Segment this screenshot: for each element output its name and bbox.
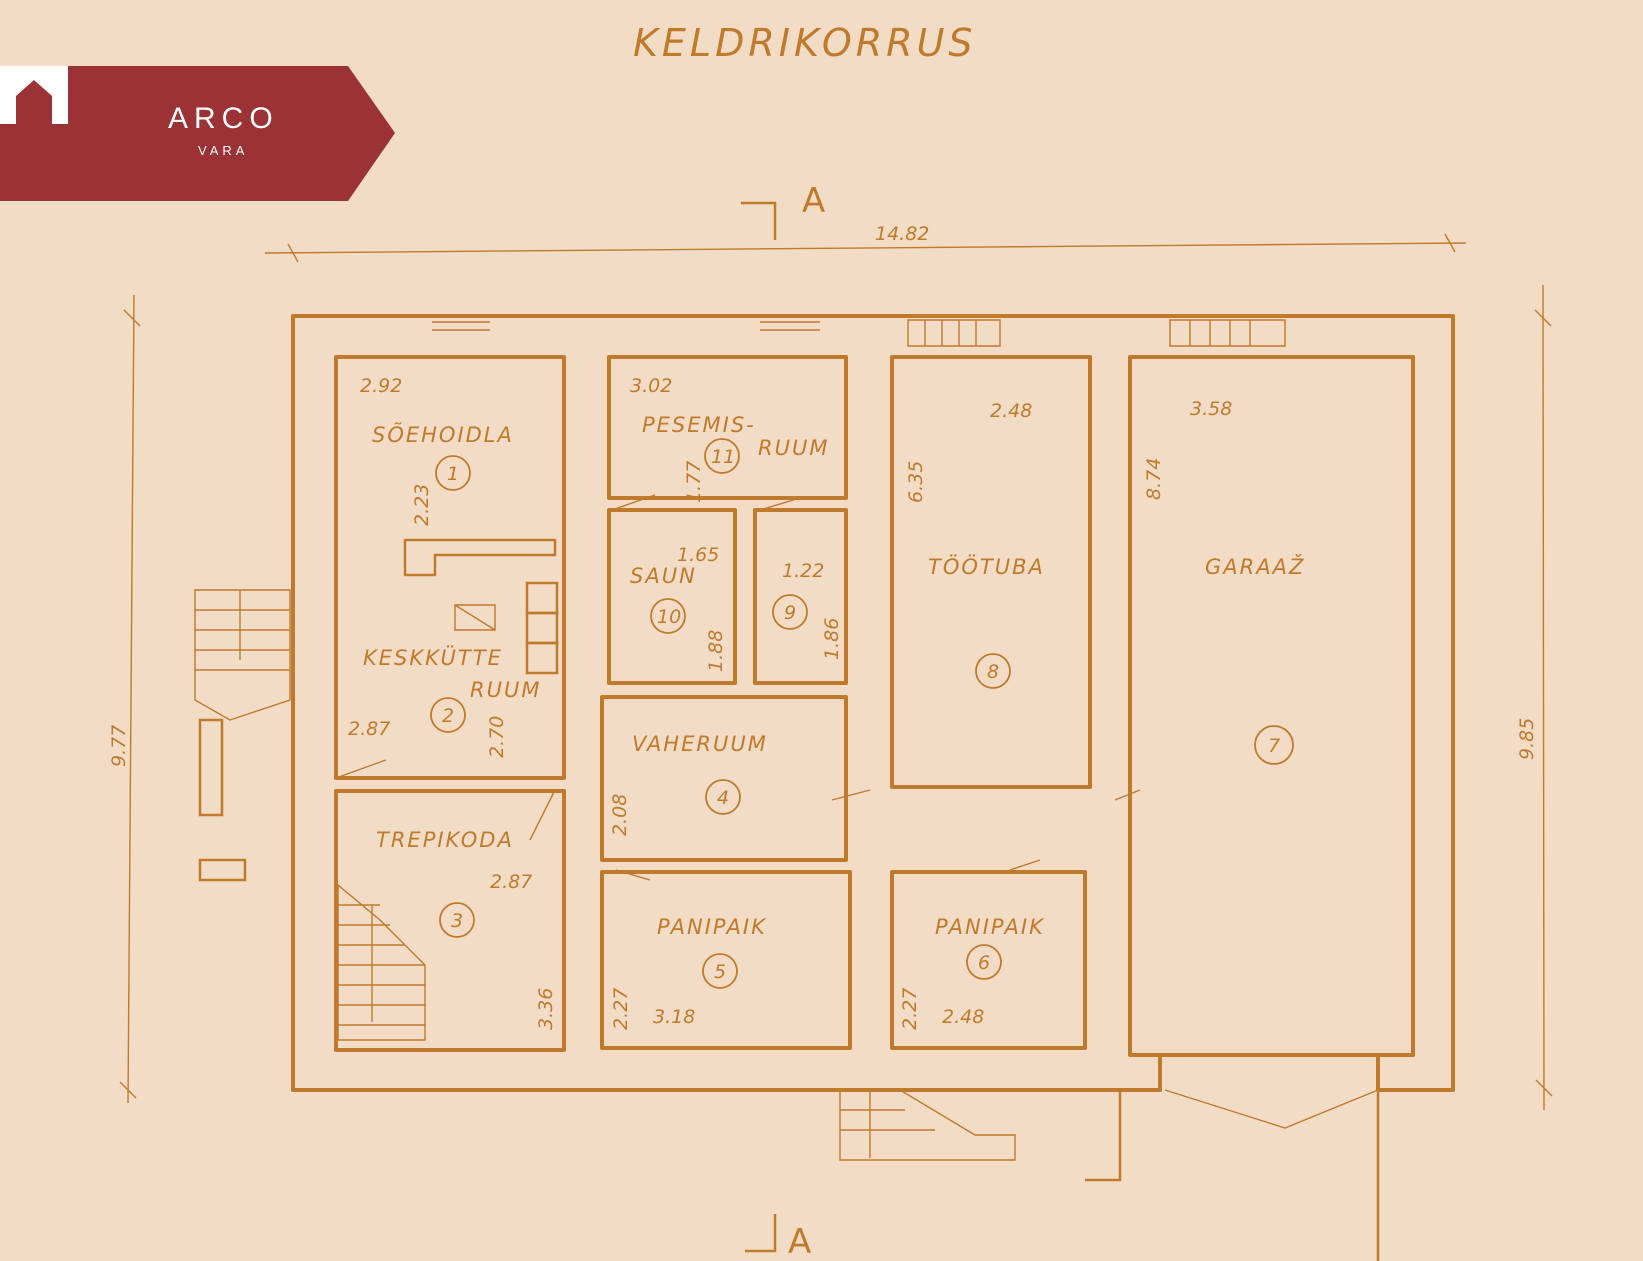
garage-door-swing — [1164, 1089, 1379, 1129]
room-number-9: 9 — [784, 602, 796, 624]
room-1-outline — [334, 355, 566, 780]
room-dim-3a: 2.87 — [490, 871, 532, 893]
room-name-2b: RUUM — [470, 678, 541, 702]
room-dim-9a: 1.22 — [782, 560, 824, 582]
room-marker-11 — [704, 438, 740, 474]
dimension-left: 9.77 — [108, 725, 130, 767]
banner-shape — [0, 66, 395, 201]
room-dim-4: 2.08 — [609, 794, 631, 836]
room-marker-5 — [702, 953, 738, 989]
section-label-top: A — [802, 181, 825, 221]
room-number-5: 5 — [714, 961, 726, 983]
room-10-outline — [607, 508, 737, 685]
room-marker-9 — [772, 594, 808, 630]
room-number-7: 7 — [1268, 735, 1280, 757]
room-name-2: KESKKÜTTE — [363, 645, 503, 670]
room-name-5: PANIPAIK — [657, 915, 767, 939]
room-name-1: SÕEHOIDLA — [372, 421, 514, 447]
room-dim-11a: 3.02 — [630, 375, 672, 397]
room-marker-10 — [650, 598, 686, 634]
room-number-10: 10 — [657, 606, 681, 628]
room-marker-7 — [1254, 725, 1294, 765]
room-dim-2a: 2.87 — [348, 718, 390, 740]
room-dim-8b: 6.35 — [905, 461, 927, 503]
vent-7 — [1169, 319, 1286, 347]
interior-stairs — [337, 883, 426, 1041]
room-4-outline — [600, 695, 848, 862]
exterior-stairs-bottom — [839, 1089, 1016, 1161]
boiler-symbol — [454, 604, 496, 631]
room-name-11b: RUUM — [758, 436, 829, 460]
section-mark-bottom — [745, 1214, 777, 1253]
room-name-11: PESEMIS- — [642, 413, 756, 437]
room-dim-8a: 2.48 — [990, 400, 1032, 422]
exterior-stairs-left — [194, 589, 291, 721]
exterior-wall-stubs — [198, 718, 247, 882]
room-number-1: 1 — [447, 463, 459, 485]
room-6-outline — [890, 870, 1087, 1050]
brand-name: ARCO — [168, 102, 279, 135]
room-number-2: 2 — [442, 705, 454, 727]
dimension-width: 14.82 — [875, 223, 929, 245]
room-dim-1b: 2.23 — [411, 484, 433, 526]
dimension-line-width — [264, 242, 1467, 254]
room-dim-11b: 1.77 — [683, 461, 705, 503]
house-logo-icon — [0, 66, 68, 124]
room-name-7: GARAAŽ — [1205, 554, 1305, 579]
room-7-outline — [1128, 355, 1415, 1057]
room-5-outline — [600, 870, 852, 1050]
room-number-6: 6 — [978, 952, 990, 974]
room-name-10: SAUN — [630, 564, 697, 588]
dimension-line-right — [1542, 284, 1545, 1111]
room-dim-1a: 2.92 — [360, 375, 402, 397]
room-marker-4 — [705, 779, 741, 815]
room-name-8: TÖÖTUBA — [928, 554, 1045, 579]
flue-3 — [525, 641, 559, 675]
room-dim-6b: 2.48 — [942, 1006, 984, 1028]
room-dim-3b: 3.36 — [535, 988, 557, 1030]
room-marker-1 — [435, 455, 471, 491]
room-marker-8 — [975, 653, 1011, 689]
garage-apron — [1085, 1088, 1380, 1261]
room-dim-6a: 2.27 — [899, 988, 921, 1030]
window-11 — [760, 321, 820, 331]
section-mark-top — [741, 201, 777, 240]
room-number-4: 4 — [717, 787, 729, 809]
room-number-11: 11 — [711, 446, 735, 468]
room-dim-7a: 3.58 — [1190, 398, 1232, 420]
room-marker-2 — [430, 697, 466, 733]
room-dim-5b: 3.18 — [653, 1006, 695, 1028]
room-9-outline — [753, 508, 848, 685]
room-dim-7b: 8.74 — [1143, 458, 1165, 500]
room-dim-10b: 1.88 — [705, 630, 727, 672]
plan-title: KELDRIKORRUS — [633, 21, 977, 65]
room-dim-2b: 2.70 — [486, 716, 508, 758]
brand-banner: ARCO VARA — [0, 66, 395, 201]
dimension-right: 9.85 — [1516, 718, 1538, 760]
room-name-6: PANIPAIK — [935, 915, 1045, 939]
door-swings — [335, 494, 1141, 881]
room-dim-5a: 2.27 — [610, 988, 632, 1030]
room-name-4: VAHERUUM — [632, 732, 768, 756]
room-dim-9b: 1.86 — [821, 618, 843, 660]
window-1 — [432, 321, 490, 331]
brand-subtitle: VARA — [198, 143, 249, 158]
partition-wall-1 — [403, 538, 557, 577]
room-number-3: 3 — [451, 910, 463, 932]
room-dim-10a: 1.65 — [677, 544, 719, 566]
room-number-8: 8 — [987, 661, 999, 683]
room-8-outline — [890, 355, 1092, 789]
section-label-bottom: A — [788, 1222, 811, 1261]
room-marker-6 — [966, 944, 1002, 980]
room-marker-3 — [439, 902, 475, 938]
room-11-outline — [607, 355, 848, 500]
dimension-line-left — [127, 294, 135, 1104]
room-name-3: TREPIKODA — [376, 828, 514, 852]
vent-8 — [907, 319, 1001, 347]
